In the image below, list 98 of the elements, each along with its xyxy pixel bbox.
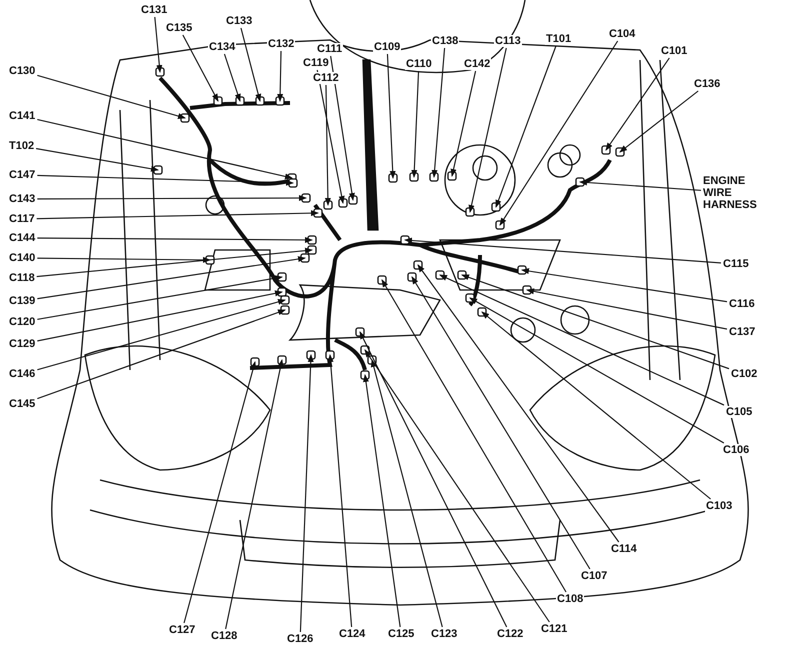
leader-line [360, 331, 508, 628]
leader-line [363, 374, 401, 628]
leader-line [37, 290, 283, 342]
leader-line [37, 256, 211, 263]
leader-line [36, 248, 313, 278]
callout-label: C117 [8, 213, 36, 225]
leader-line [37, 174, 294, 186]
leader-line [300, 354, 314, 632]
leader-line [37, 256, 306, 300]
callout-label: C134 [208, 41, 236, 53]
leader-line [439, 274, 724, 406]
callout-label: C115 [722, 258, 750, 270]
callout-label: C144 [8, 232, 36, 244]
callout-label: C127 [168, 624, 196, 636]
callout-label: C142 [463, 58, 492, 70]
callout-label: C114 [610, 543, 638, 555]
leader-line [495, 46, 556, 208]
callout-label: C120 [8, 316, 36, 328]
callout-label: C111 [316, 43, 344, 55]
leader-line [432, 48, 446, 178]
callout-label: C130 [8, 65, 36, 77]
leader-line [330, 56, 355, 201]
callout-label: C103 [705, 500, 734, 512]
callout-label: C113 [494, 35, 522, 47]
callout-label: C147 [8, 169, 36, 181]
leader-line [240, 28, 262, 102]
callout-label: C140 [8, 252, 36, 264]
leader-line [579, 180, 702, 191]
callout-label: T102 [8, 140, 36, 152]
callout-label: C136 [693, 78, 722, 90]
callout-label: C121 [540, 623, 568, 635]
leader-line [382, 279, 566, 592]
leader-line [605, 58, 670, 151]
callout-label: C133 [225, 15, 254, 27]
leader-line [411, 276, 590, 570]
leader-line [417, 264, 620, 542]
leader-line [468, 48, 507, 213]
callout-label: C125 [387, 628, 416, 640]
leader-line [37, 118, 293, 180]
leader-line [469, 298, 724, 444]
callout-label: C126 [286, 633, 314, 645]
leader-line [154, 16, 162, 73]
callout-label: C124 [338, 628, 366, 640]
callout-label: C123 [430, 628, 458, 640]
callout-label: C132 [267, 38, 296, 50]
callout-label: C131 [140, 4, 168, 16]
callout-label: C146 [8, 368, 36, 380]
callout-label: C102 [730, 368, 758, 380]
leader-line [619, 90, 699, 153]
leader-line [277, 51, 284, 102]
callout-label: C108 [556, 593, 584, 605]
leader-line [36, 148, 159, 172]
callout-label: C109 [373, 41, 402, 53]
callout-label: C122 [496, 628, 524, 640]
callout-label: C135 [165, 22, 194, 34]
leader-line [36, 210, 319, 220]
leader-line [364, 349, 550, 622]
leader-line [37, 275, 283, 320]
callout-label: C116 [728, 298, 756, 310]
leader-line [404, 238, 722, 264]
callout-label: C141 [8, 110, 36, 122]
callout-label: T101 [545, 33, 572, 45]
leader-line [37, 236, 313, 243]
callout-label: C105 [725, 406, 754, 418]
leader-line [499, 40, 618, 226]
callout-label: C119 [302, 57, 330, 69]
leader-line [184, 361, 256, 624]
callout-label: C101 [660, 45, 688, 57]
leader-line [521, 268, 728, 302]
leader-line [224, 54, 241, 102]
leader-line [182, 34, 218, 102]
leader-line [411, 70, 420, 178]
leader-line [324, 85, 331, 206]
callout-label: C138 [431, 35, 460, 47]
leader-line [37, 299, 286, 370]
callout-label: C104 [608, 28, 636, 40]
leader-line [37, 195, 307, 202]
callout-label: C107 [580, 570, 608, 582]
leader-line [328, 354, 352, 628]
callout-label: C137 [728, 326, 756, 338]
callout-label: C110 [405, 58, 433, 70]
leader-line [37, 74, 186, 119]
callout-label: C128 [210, 630, 238, 642]
leader-line [37, 309, 286, 400]
callout-label: C143 [8, 193, 36, 205]
leader-line [225, 359, 284, 630]
callout-label: C129 [8, 338, 36, 350]
leader-line [450, 70, 476, 177]
leader-line [316, 70, 345, 204]
leader-line [526, 288, 728, 330]
callout-label: C145 [8, 398, 36, 410]
callout-label: C112 [312, 72, 340, 84]
callout-label: C139 [8, 295, 36, 307]
callout-label: C118 [8, 272, 36, 284]
leader-line [370, 359, 443, 628]
callout-label: C106 [722, 444, 750, 456]
leader-line [481, 311, 711, 500]
leader-line [386, 54, 396, 179]
